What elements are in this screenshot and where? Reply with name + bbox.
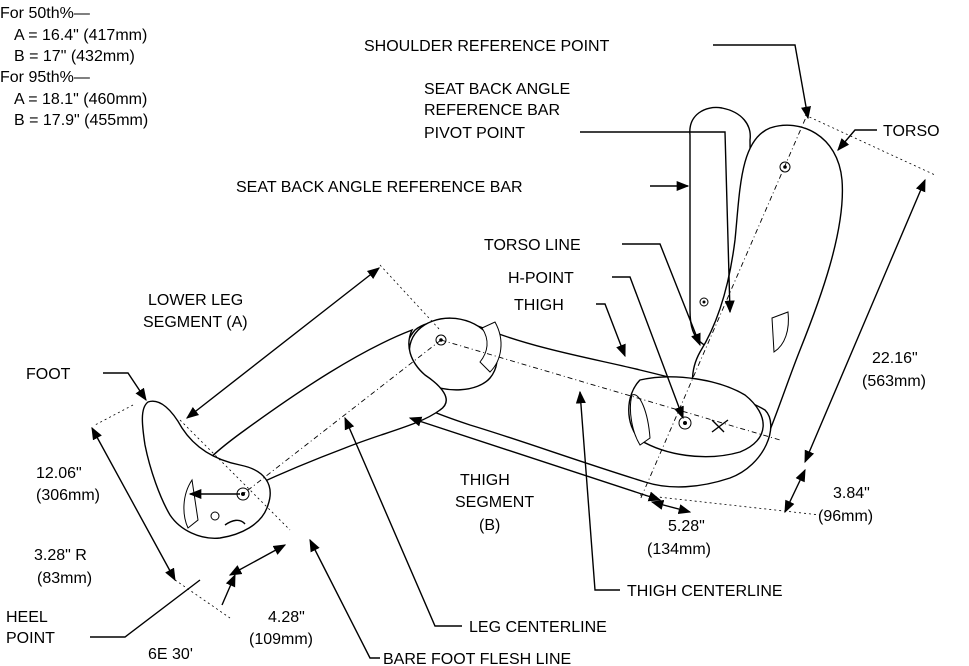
leader-torso xyxy=(837,129,877,151)
legend-50-b: B = 17" (432mm) xyxy=(14,48,135,65)
label-foot: FOOT xyxy=(26,366,71,383)
thigh-ext-line xyxy=(639,494,821,516)
legend-95-a: A = 18.1" (460mm) xyxy=(14,91,147,108)
leader-heel-point xyxy=(90,579,201,638)
leg-ext-line-top xyxy=(379,264,441,331)
foot-lever xyxy=(224,519,246,526)
dim-h-offset-in: 3.84" xyxy=(833,485,870,502)
label-pivot-1: SEAT BACK ANGLE xyxy=(424,81,570,98)
dim-foot-mm: (306mm) xyxy=(36,487,100,504)
label-lower-leg-2: SEGMENT (A) xyxy=(143,314,248,331)
dim-heel-r-in: 3.28" R xyxy=(34,547,87,564)
dim-foot-in: 12.06" xyxy=(36,465,82,482)
dim-thigh-offset xyxy=(650,500,692,514)
leader-h-point xyxy=(612,276,684,420)
dim-h-offset-mm: (96mm) xyxy=(818,508,873,525)
label-thigh-segment-1: THIGH xyxy=(460,472,510,489)
legend-95-title: For 95th%— xyxy=(0,69,90,86)
dim-foot xyxy=(91,426,176,582)
label-bare-foot: BARE FOOT FLESH LINE xyxy=(383,651,571,666)
leader-thigh-centerline xyxy=(575,390,620,591)
label-leg-centerline: LEG CENTERLINE xyxy=(469,619,607,636)
leader-foot xyxy=(103,372,147,402)
dim-torso-mm: (563mm) xyxy=(862,373,926,390)
torso-ext-line-top xyxy=(804,114,936,176)
torso-protractor xyxy=(771,311,789,353)
leader-thigh xyxy=(596,303,626,358)
knee-protractor xyxy=(479,321,502,373)
leader-pivot xyxy=(580,131,735,314)
foot-pivot-icon xyxy=(210,511,220,521)
label-lower-leg-1: LOWER LEG xyxy=(148,292,243,309)
dim-thigh xyxy=(408,416,662,502)
dim-angle xyxy=(221,573,236,606)
legend-50-a: A = 16.4" (417mm) xyxy=(14,27,147,44)
dim-ankle-mm: (109mm) xyxy=(249,631,313,648)
heel-ext-line xyxy=(174,579,231,619)
foot-shell xyxy=(141,400,271,539)
leader-torso-line xyxy=(622,243,701,347)
label-h-point: H-POINT xyxy=(508,270,574,287)
label-thigh-segment-3: (B) xyxy=(479,517,500,534)
thigh-centerline-line xyxy=(440,339,781,441)
label-thigh: THIGH xyxy=(514,297,564,314)
torso-centerline xyxy=(639,107,811,501)
label-pivot-2: REFERENCE BAR xyxy=(424,102,560,119)
dim-torso xyxy=(804,178,926,464)
dim-thigh-off-mm: (134mm) xyxy=(647,541,711,558)
label-heel-1: HEEL xyxy=(6,609,48,626)
legend-50-title: For 50th%— xyxy=(0,5,90,22)
leader-shoulder xyxy=(713,44,811,120)
dim-torso-in: 22.16" xyxy=(872,350,918,367)
dim-ankle xyxy=(228,544,287,576)
leader-bare-foot xyxy=(309,538,380,659)
h-point-icon xyxy=(678,416,692,430)
label-thigh-segment-2: SEGMENT xyxy=(455,494,534,511)
dim-thigh-off-in: 5.28" xyxy=(668,518,705,535)
dim-ankle-in: 4.28" xyxy=(268,609,305,626)
label-torso-line: TORSO LINE xyxy=(484,237,581,254)
label-pivot-3: PIVOT POINT xyxy=(424,125,525,142)
legend-95-b: B = 17.9" (455mm) xyxy=(14,112,148,129)
dim-heel-r-mm: (83mm) xyxy=(37,570,92,587)
leg-ext-line-bottom xyxy=(179,419,291,531)
foot-ext-line-top xyxy=(94,404,134,426)
label-angle: 6E 30' xyxy=(148,646,193,663)
thigh-lever xyxy=(711,419,729,433)
leader-leg-centerline xyxy=(344,416,462,627)
label-torso: TORSO xyxy=(883,123,940,140)
label-shoulder-ref: SHOULDER REFERENCE POINT xyxy=(364,38,610,55)
dim-h-offset xyxy=(784,468,806,514)
dim-lower-leg xyxy=(186,267,380,419)
heel-protractor xyxy=(183,478,199,529)
label-seatback-bar: SEAT BACK ANGLE REFERENCE BAR xyxy=(236,179,523,196)
label-thigh-centerline: THIGH CENTERLINE xyxy=(627,583,783,600)
knee-pivot-icon xyxy=(435,334,447,346)
shoulder-pivot-icon xyxy=(779,161,791,173)
label-heel-2: POINT xyxy=(6,630,55,647)
